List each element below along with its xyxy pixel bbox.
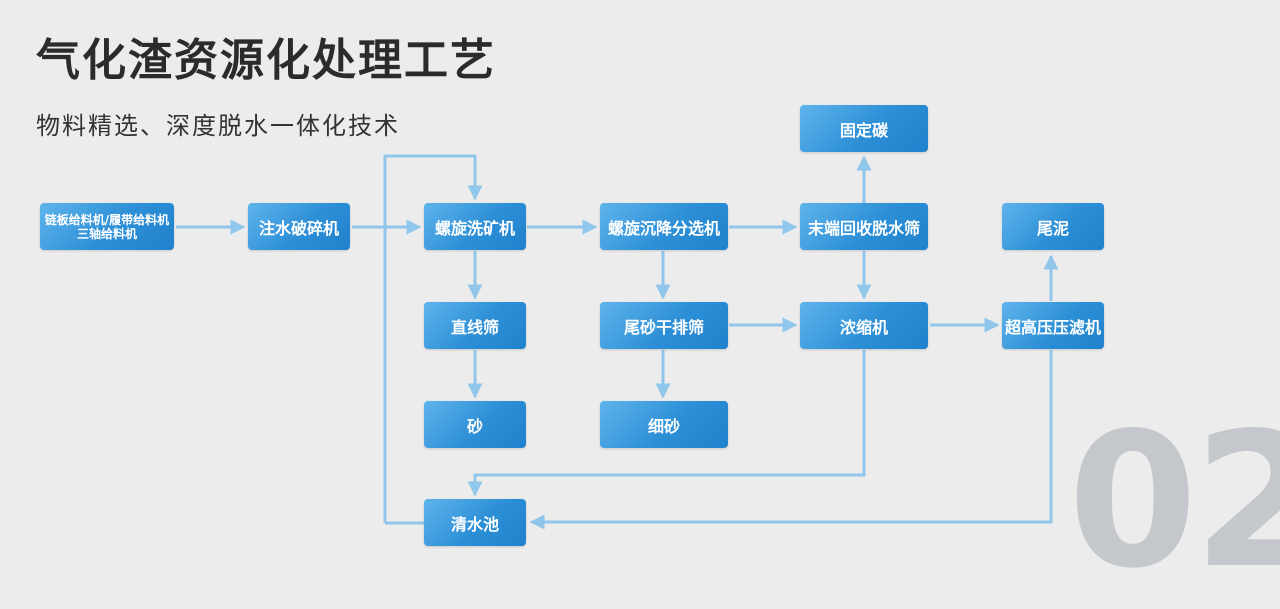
feeder-node: 链板给料机/履带给料机 三轴给料机 [40, 203, 174, 250]
fine-sand-node: 细砂 [600, 401, 728, 448]
fixed-carbon-node: 固定碳 [800, 105, 928, 152]
arrow-recycle-to-washer [383, 154, 483, 523]
dewatering-screen-node: 末端回收脱水筛 [800, 203, 928, 250]
clear-water-pool-node: 清水池 [424, 499, 526, 546]
linear-screen-node: 直线筛 [424, 302, 526, 349]
settling-separator-node: 螺旋沉降分选机 [600, 203, 728, 250]
arrow-filter-press-pool [529, 350, 1053, 530]
page-title: 气化渣资源化处理工艺 [36, 35, 496, 86]
crusher-node: 注水破碎机 [248, 203, 350, 250]
feeder-label-line1: 链板给料机/履带给料机 [44, 212, 170, 227]
ore-washer-node: 螺旋洗矿机 [424, 203, 526, 250]
thickener-node: 浓缩机 [800, 302, 928, 349]
tailings-mud-node: 尾泥 [1002, 203, 1104, 250]
arrow-thickener-pool [467, 350, 866, 497]
feeder-label-line2: 三轴给料机 [76, 226, 137, 241]
page-number: 02 [1068, 392, 1280, 609]
filter-press-node: 超高压压滤机 [1002, 302, 1104, 349]
page-subtitle: 物料精选、深度脱水一体化技术 [36, 112, 400, 140]
sand-node: 砂 [424, 401, 526, 448]
tailings-dry-screen-node: 尾砂干排筛 [600, 302, 728, 349]
